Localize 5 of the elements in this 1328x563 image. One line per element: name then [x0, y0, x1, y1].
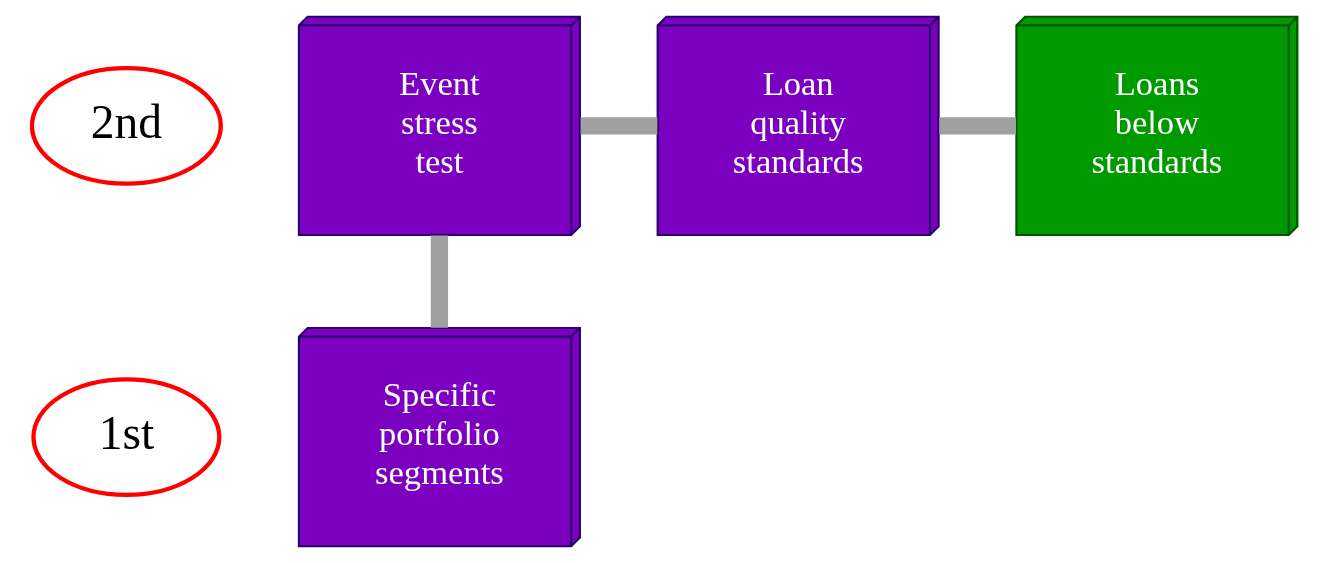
connector [580, 117, 657, 135]
connector [938, 117, 1016, 135]
node-ellipse: 1st [30, 377, 221, 498]
connector [430, 235, 448, 328]
node-ellipse: 2nd [29, 65, 223, 186]
